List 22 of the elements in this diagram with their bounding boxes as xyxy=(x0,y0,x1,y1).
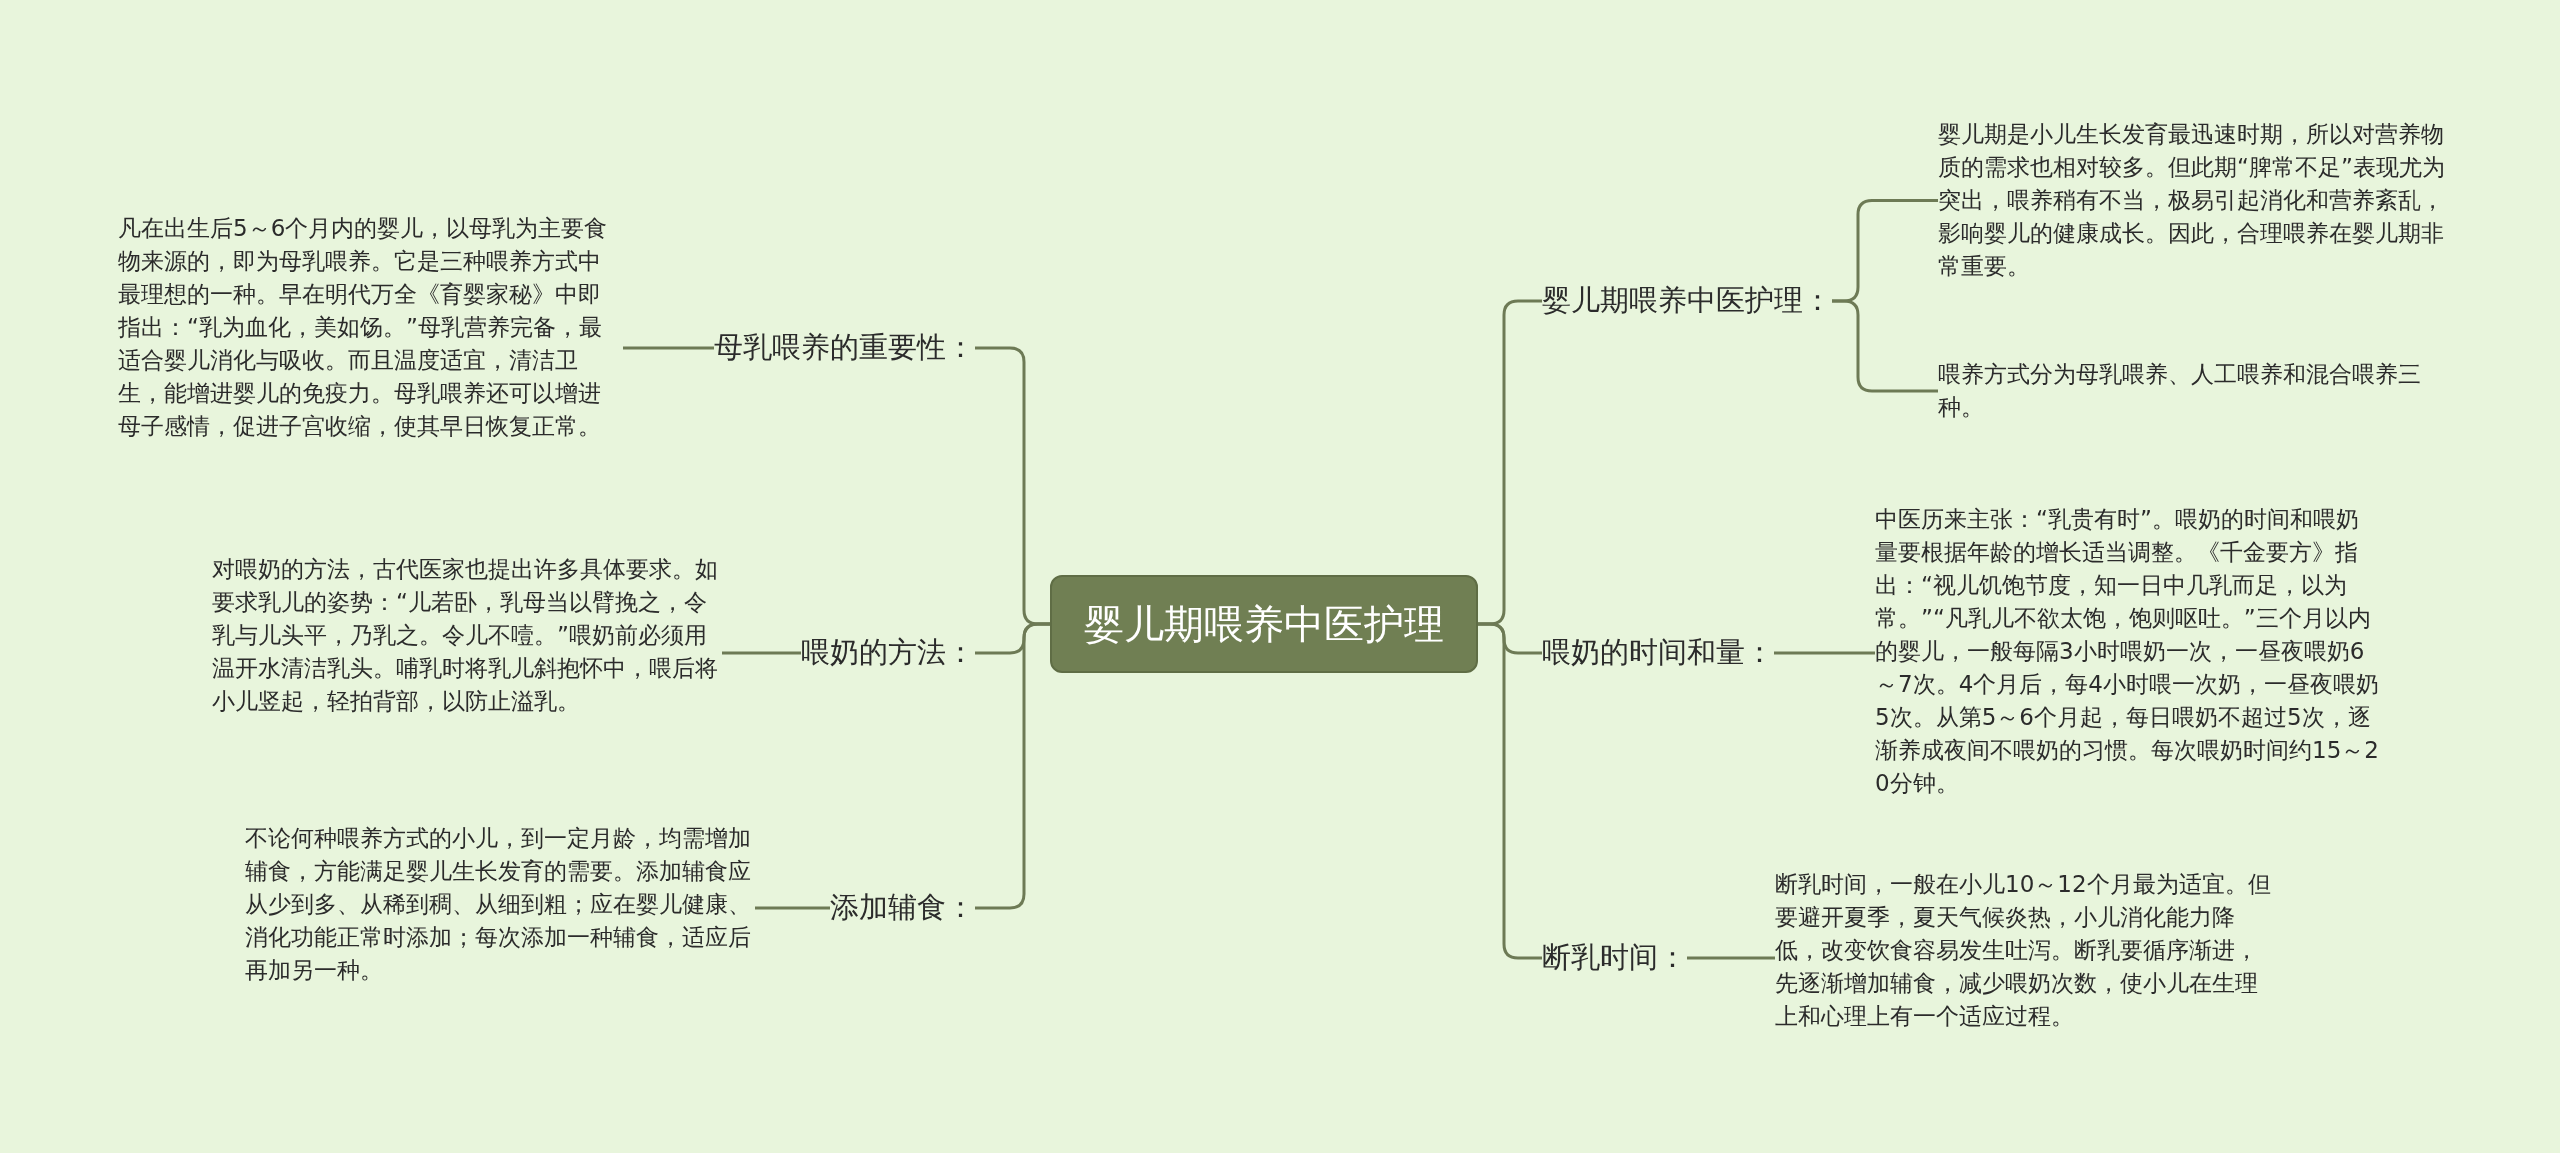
connector-line xyxy=(1774,651,1875,655)
branch-topic: 婴儿期喂养中医护理： xyxy=(1542,277,1832,325)
branch-topic: 喂奶的时间和量： xyxy=(1542,629,1774,677)
connector-line xyxy=(1832,299,1938,393)
connector-line xyxy=(722,651,801,655)
note-text: 断乳时间，一般在小儿10～12个月最为适宜。但要避开夏季，夏天气候炎热，小儿消化能力降低，改变饮食容易发生吐泻。断乳要循序渐进，先逐渐增加辅食，减少喂奶次数，使小儿在生理上和心理上有一个适应过程。 xyxy=(1775,868,2275,1033)
note-text: 对喂奶的方法，古代医家也提出许多具体要求。如要求乳儿的姿势：“儿若卧，乳母当以臂挽之，令乳与儿头平，乃乳之。令儿不噎。”喂奶前必须用温开水清洁乳头。哺乳时将乳儿斜抱怀中，喂后将小儿竖起，轻拍背部，以防止溢乳。 xyxy=(212,553,722,718)
connector-line xyxy=(1687,956,1775,960)
branch-topic: 母乳喂养的重要性： xyxy=(714,324,975,372)
branch-topic: 断乳时间： xyxy=(1542,934,1687,982)
note-text: 喂养方式分为母乳喂养、人工喂养和混合喂养三种。 xyxy=(1938,358,2448,424)
note-text: 婴儿期是小儿生长发育最迅速时期，所以对营养物质的需求也相对较多。但此期“脾常不足”表现尤为突出，喂养稍有不当，极易引起消化和营养紊乱，影响婴儿的健康成长。因此，合理喂养在婴儿期非常重要。 xyxy=(1938,118,2448,283)
connector-line xyxy=(975,622,1050,910)
connector-line xyxy=(755,906,830,910)
connector-line xyxy=(1478,622,1542,960)
note-text: 凡在出生后5～6个月内的婴儿，以母乳为主要食物来源的，即为母乳喂养。它是三种喂养方式中最理想的一种。早在明代万全《育婴家秘》中即指出：“乳为血化，美如饧。”母乳营养完备，最适合婴儿消化与吸收。而且温度适宜，清洁卫生，能增进婴儿的免疫力。母乳喂养还可以增进母子感情，促进子宫收缩，使其早日恢复正常。 xyxy=(118,212,623,443)
connector-line xyxy=(623,346,714,350)
branch-topic: 添加辅食： xyxy=(830,884,975,932)
note-text: 中医历来主张：“乳贵有时”。喂奶的时间和喂奶量要根据年龄的增长适当调整。《千金要方》指出：“视儿饥饱节度，知一日中几乳而足，以为常。”“凡乳儿不欲太饱，饱则呕吐。”三个月以内的婴儿，一般每隔3小时喂奶一次，一昼夜喂奶6～7次。4个月后，每4小时喂一次奶，一昼夜喂奶5次。从第5～6个月起，每日喂奶不超过5次，逐渐养成夜间不喂奶的习惯。每次喂奶时间约15～20分钟。 xyxy=(1875,503,2380,800)
branch-topic: 喂奶的方法： xyxy=(801,629,975,677)
note-text: 不论何种喂养方式的小儿，到一定月龄，均需增加辅食，方能满足婴儿生长发育的需要。添加辅食应从少到多、从稀到稠、从细到粗；应在婴儿健康、消化功能正常时添加；每次添加一种辅食，适应后再加另一种。 xyxy=(245,822,755,987)
central-topic-box: 婴儿期喂养中医护理 xyxy=(1050,575,1478,673)
